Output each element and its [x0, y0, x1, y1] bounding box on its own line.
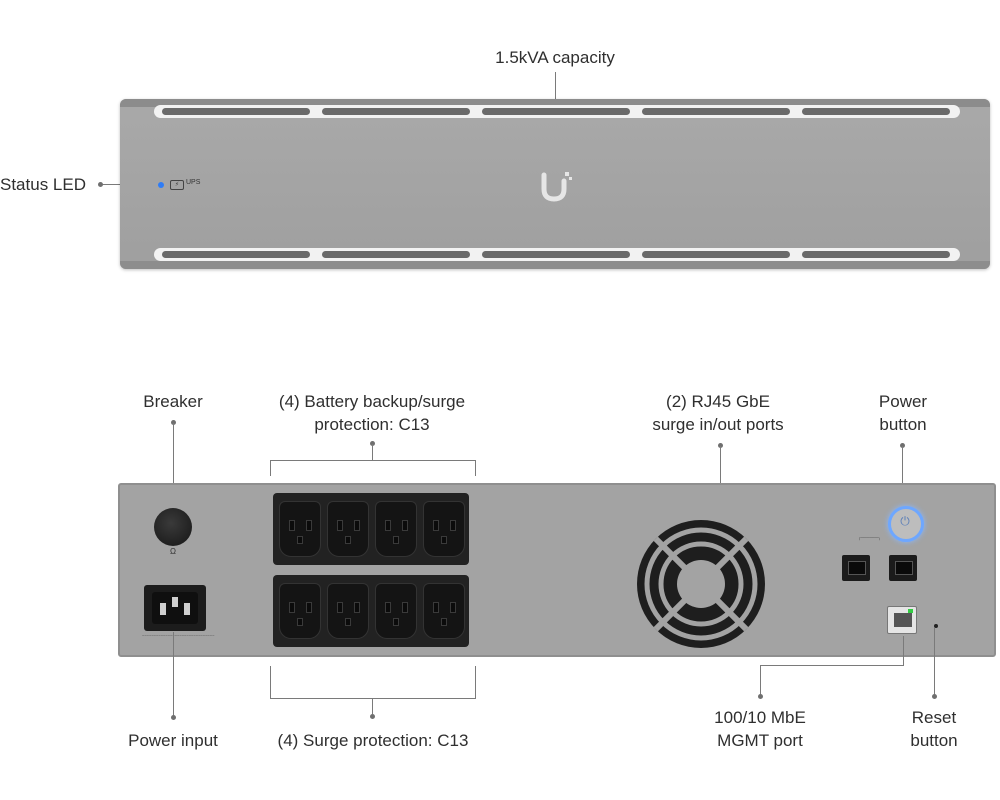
- vent-slot: [482, 251, 630, 258]
- c13-outlet: [375, 501, 417, 557]
- capacity-label: 1.5kVA capacity: [495, 48, 615, 67]
- mgmt-leader-v2: [760, 665, 761, 695]
- power-inlet: [144, 585, 206, 631]
- inlet-pin: [172, 597, 178, 607]
- c13-outlet: [423, 583, 465, 639]
- battery-bracket-bar: [270, 460, 476, 461]
- breaker[interactable]: [154, 508, 192, 546]
- vent-slot: [322, 251, 470, 258]
- reset-button[interactable]: [934, 624, 938, 628]
- reset-label-2: button: [910, 731, 958, 750]
- bottom-vent-row: [154, 248, 960, 261]
- vent-slot: [802, 251, 950, 258]
- battery-bracket-left: [270, 460, 271, 476]
- rj45-label-1: (2) RJ45 GbE: [666, 392, 770, 411]
- c13-outlet: [279, 583, 321, 639]
- front-top-edge: [120, 99, 990, 107]
- surge-protection-label: (4) Surge protection: C13: [277, 731, 469, 750]
- mgmt-label-1: 100/10 MbE: [714, 708, 806, 727]
- battery-bracket-stem: [372, 444, 373, 460]
- c13-outlet: [279, 501, 321, 557]
- reset-leader: [934, 628, 935, 696]
- power-input-leader: [173, 632, 174, 716]
- rj45-leader-v: [720, 446, 721, 492]
- power-button[interactable]: ⏻: [888, 506, 924, 542]
- surge-bracket-right: [475, 666, 476, 698]
- breaker-leader-dot: [171, 420, 176, 425]
- c13-outlet: [327, 501, 369, 557]
- battery-backup-outlets: [273, 493, 469, 565]
- rj45-label-2: surge in/out ports: [652, 415, 784, 434]
- rj45-out-port[interactable]: [889, 555, 917, 581]
- vent-slot: [802, 108, 950, 115]
- surge-bracket-left: [270, 666, 271, 698]
- battery-backup-dot: [370, 441, 375, 446]
- power-button-leader: [902, 446, 903, 502]
- front-panel: ⚡ UPS: [120, 99, 990, 269]
- reset-label-1: Reset: [911, 708, 957, 727]
- mgmt-leader-h: [760, 665, 904, 666]
- battery-bracket-right: [475, 460, 476, 476]
- surge-bracket-bar: [270, 698, 476, 699]
- breaker-leader: [173, 423, 174, 505]
- inlet-pin: [184, 603, 190, 615]
- inlet-rating-text: ~~~~~~~~~~~~~~~~~~~~~~~~~~~~~~~: [142, 633, 215, 638]
- fan-icon: [637, 520, 765, 648]
- ubiquiti-logo-icon: [541, 172, 572, 202]
- inlet-pin: [160, 603, 166, 615]
- surge-outlets: [273, 575, 469, 647]
- breaker-label: Breaker: [143, 392, 203, 411]
- battery-backup-label-1: (4) Battery backup/surge: [278, 392, 466, 411]
- c13-outlet: [375, 583, 417, 639]
- rj45-dot: [718, 443, 723, 448]
- vent-slot: [162, 251, 310, 258]
- power-button-label-1: Power: [878, 392, 928, 411]
- front-bottom-edge: [120, 261, 990, 269]
- vent-slot: [162, 108, 310, 115]
- power-inlet-socket: [152, 592, 198, 624]
- reset-dot: [932, 694, 937, 699]
- back-panel: Ω ~~~~~~~~~~~~~~~~~~~~~~~~~~~~~~~ ┌─────…: [118, 483, 996, 657]
- power-icon: ⏻: [900, 514, 910, 528]
- ups-text: UPS: [186, 179, 201, 186]
- battery-backup-label-2: protection: C13: [314, 415, 430, 434]
- capacity-leader: [555, 72, 556, 99]
- mgmt-port[interactable]: [887, 606, 917, 634]
- c13-outlet: [423, 501, 465, 557]
- power-input-dot: [171, 715, 176, 720]
- surge-bracket-stem: [372, 698, 373, 714]
- power-button-dot: [900, 443, 905, 448]
- battery-icon: ⚡: [170, 180, 184, 190]
- status-led-label: Status LED: [0, 175, 86, 194]
- mgmt-link-led: [908, 609, 913, 613]
- power-input-label: Power input: [128, 731, 218, 750]
- surge-network-caption: ┌──────┐: [858, 535, 881, 540]
- c13-outlet: [327, 583, 369, 639]
- power-button-label-2: button: [879, 415, 927, 434]
- breaker-symbol-icon: Ω: [170, 547, 176, 556]
- surge-dot: [370, 714, 375, 719]
- rj45-in-port[interactable]: [842, 555, 870, 581]
- mgmt-label-2: MGMT port: [717, 731, 803, 750]
- status-led: [158, 182, 164, 188]
- vent-slot: [642, 108, 790, 115]
- mgmt-leader-v1: [903, 636, 904, 666]
- vent-slot: [482, 108, 630, 115]
- mgmt-dot: [758, 694, 763, 699]
- vent-slot: [642, 251, 790, 258]
- status-led-leader-dot: [98, 182, 103, 187]
- vent-slot: [322, 108, 470, 115]
- top-vent-row: [154, 105, 960, 118]
